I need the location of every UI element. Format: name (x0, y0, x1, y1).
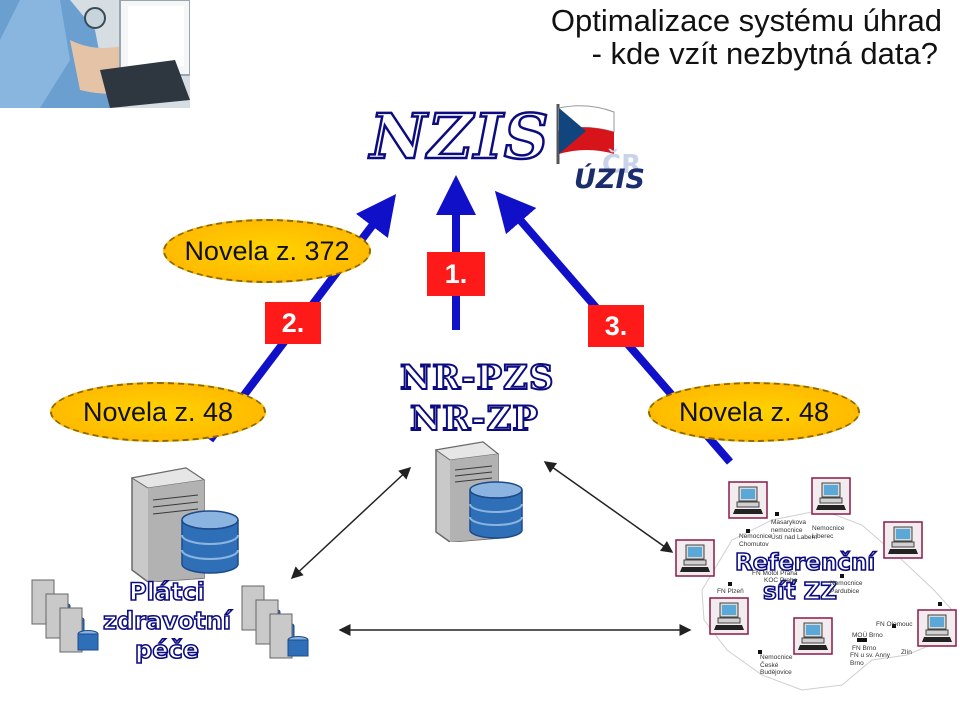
payers-label: Plátci zdravotní péče (98, 577, 236, 665)
doctor-photo (0, 0, 190, 108)
city-motol: FN Motol Praha (752, 570, 798, 577)
oval-novela-48-left: Novela z. 48 (50, 382, 266, 442)
czech-flag-icon (556, 104, 615, 164)
computer-icon (917, 609, 957, 647)
city-fn-brno: FN Brno (852, 645, 877, 652)
badge-1: 1. (427, 252, 485, 296)
uzis-logo-sub: ČR (602, 150, 642, 180)
city-liberec: Nemocnice Liberec (812, 525, 845, 540)
nzis-label: NZIS (369, 99, 550, 175)
city-kdc: KOC Praha (764, 577, 798, 584)
payers-label-line2: zdravotní (102, 606, 232, 636)
connector-payers-registries (290, 466, 412, 580)
reference-network-label-line2: síť ZZ (762, 578, 838, 606)
computer-icon (709, 597, 749, 635)
computer-icon (675, 539, 715, 577)
reference-network-map (675, 477, 957, 691)
badge-3: 3. (588, 305, 644, 347)
registry-label-nr-zp: NR-ZP (409, 398, 539, 440)
computer-icon (811, 477, 851, 515)
city-cb: Nemocnice České Budějovice (760, 654, 793, 676)
oval-novela-372: Novela z. 372 (163, 219, 371, 283)
reference-network-label-line1: Referenční (734, 549, 876, 577)
payers-server-stack-left-icon (31, 579, 99, 653)
city-plzen: FN Plzeň (717, 588, 744, 595)
slide-title-line2: - kde vzít nezbytná data? (591, 36, 938, 71)
city-chomutov: Nemocnice Chomutov (739, 533, 772, 548)
computer-icon (793, 617, 833, 655)
connector-registries-network (543, 461, 674, 553)
city-usti: Masarykova nemocnice Ústí nad Labem (771, 519, 817, 541)
city-pardubice: Nemocnice Pardubice (830, 580, 863, 595)
registry-server-icon (434, 441, 523, 542)
city-mou: MOÚ Brno (852, 632, 883, 639)
computer-icon (728, 481, 768, 519)
payers-server-icon (130, 467, 239, 582)
payers-label-line3: péče (134, 635, 200, 665)
computer-icon (883, 521, 923, 559)
city-olomouc: FN Olomouc (876, 621, 913, 628)
registry-label-nr-pzs: NR-PZS (399, 357, 555, 399)
uzis-logo: ČR ÚZIS (552, 102, 652, 202)
payers-label-line1: Plátci (128, 577, 206, 607)
payers-server-stack-right-icon (241, 585, 309, 659)
city-zlin: Zlín (901, 649, 912, 656)
oval-novela-48-right: Novela z. 48 (648, 382, 860, 442)
city-fnusa: FN u sv. Anny Brno (850, 652, 890, 667)
badge-2: 2. (265, 302, 321, 344)
uzis-logo-text: ÚZIS (574, 164, 645, 195)
slide-title-line1: Optimalizace systému úhrad (550, 3, 942, 38)
